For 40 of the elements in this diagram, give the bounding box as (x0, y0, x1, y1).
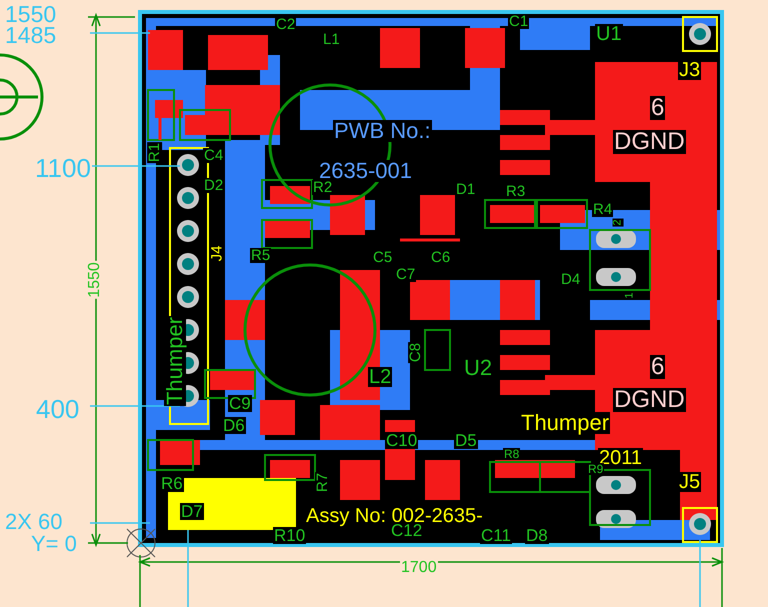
component-label: 6 (650, 355, 666, 379)
component-label: C1 (508, 14, 530, 29)
component-label: L2 (368, 367, 392, 387)
component-label: J5 (678, 472, 702, 492)
component-label: C10 (385, 432, 418, 449)
component-label: R9 (587, 463, 604, 475)
component-label: 6 (650, 96, 666, 120)
component-label: D2 (203, 178, 224, 193)
silkscreen-text: Thumper (520, 412, 610, 434)
component-label: L1 (322, 32, 341, 47)
component-label: C9 (228, 395, 252, 412)
component-label: J4 (209, 244, 224, 262)
component-label: DGND (613, 388, 686, 412)
silkscreen-text: PWB No.: (333, 120, 432, 142)
component-label: D8 (525, 527, 549, 544)
component-label: R6 (160, 475, 184, 492)
component-label: D4 (560, 272, 582, 287)
component-label: C2 (275, 17, 296, 32)
component-label: C6 (430, 250, 452, 265)
component-label: C8 (408, 342, 424, 364)
component-label: R3 (505, 184, 526, 199)
silkscreen-text: 2635-001 (318, 160, 413, 182)
component-label: J3 (678, 60, 702, 80)
component-label: D5 (454, 432, 478, 449)
component-label: C11 (480, 527, 512, 544)
component-label: C4 (203, 148, 224, 163)
component-label: R8 (503, 448, 520, 460)
component-label: D1 (455, 182, 476, 197)
component-label: R1 (147, 142, 162, 164)
component-label: C7 (395, 267, 416, 282)
component-label: R5 (250, 248, 272, 263)
component-label: DGND (613, 130, 686, 154)
component-label: R10 (273, 527, 306, 544)
silkscreen-text: Thumper (164, 316, 186, 406)
component-label: D7 (180, 503, 204, 520)
component-label: C12 (390, 522, 424, 539)
component-label: R2 (312, 180, 334, 195)
component-label: C5 (372, 250, 394, 265)
component-label: R4 (592, 202, 614, 217)
component-label: D6 (222, 417, 246, 434)
